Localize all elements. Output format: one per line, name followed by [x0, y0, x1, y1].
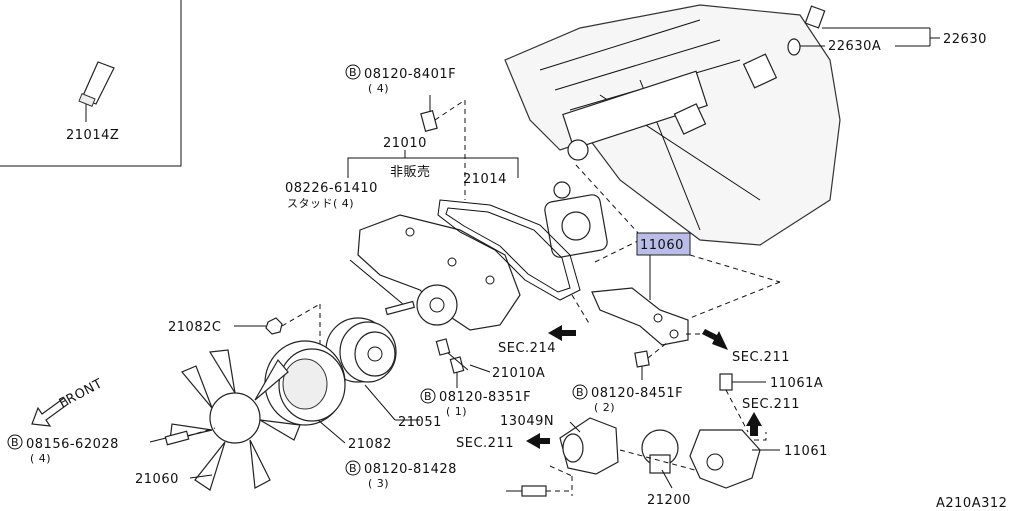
label-8451f-qty: ( 2)	[594, 401, 615, 414]
label-21082: 21082	[348, 437, 392, 452]
label-22630: 22630	[943, 32, 987, 47]
label-8401f-qty: ( 4)	[368, 82, 389, 95]
inset-box: 21014Z	[0, 0, 182, 167]
label-21051: 21051	[398, 415, 442, 430]
bolt-8401f: B	[345, 64, 466, 200]
fan-coupling-21082	[264, 340, 346, 444]
label-stud: スタッド( 4)	[287, 197, 354, 210]
label-11061: 11061	[784, 444, 828, 459]
label-21060: 21060	[135, 472, 179, 487]
gasket-21014	[437, 199, 581, 301]
bolt-mark-icon: B	[11, 436, 19, 449]
sec211-left-arrow-icon	[526, 433, 550, 449]
label-08120-81428: 08120-81428	[364, 462, 457, 477]
label-08226-61410: 08226-61410	[285, 181, 378, 196]
bolt-mark-icon: B	[576, 386, 584, 399]
bolt-8351f: B	[420, 338, 469, 404]
sealant-tube-icon	[78, 61, 115, 122]
thermostat-housing-11060	[575, 164, 781, 346]
water-inlet-11061	[689, 429, 780, 489]
bolt-11061a	[719, 373, 766, 433]
water-pump	[349, 214, 521, 331]
sec211-up-arrow-icon	[746, 412, 767, 441]
label-sec211-a: SEC.211	[732, 350, 790, 365]
label-13049n: 13049N	[500, 414, 554, 429]
label-11060[interactable]: 11060	[640, 238, 684, 253]
label-08156-62028: 08156-62028	[26, 437, 119, 452]
engine-block	[504, 4, 841, 258]
bolt-mark-icon: B	[349, 462, 357, 475]
label-21014: 21014	[463, 172, 507, 187]
temp-sensor-22630	[787, 5, 940, 56]
stud-bolt	[384, 300, 416, 316]
label-22630a: 22630A	[828, 39, 881, 54]
thermostat-21200	[641, 429, 679, 489]
housing-13049n	[549, 417, 696, 496]
bracket-21010	[347, 150, 519, 178]
label-62028-qty: ( 4)	[30, 452, 51, 465]
bolt-mark-icon: B	[349, 66, 357, 79]
bolt-8451f: B	[572, 341, 669, 400]
bolt-81428: B	[345, 460, 572, 497]
bolt-62028: B	[7, 427, 216, 450]
label-81428-qty: ( 3)	[368, 477, 389, 490]
bolt-mark-icon: B	[424, 390, 432, 403]
fan-21060	[169, 349, 301, 491]
label-sec211-b: SEC.211	[742, 397, 800, 412]
label-sec214: SEC.214	[498, 341, 556, 356]
label-08120-8401f: 08120-8401F	[364, 67, 456, 82]
diagram-id: A210A312	[936, 496, 1007, 511]
sec214-arrow-icon	[548, 294, 591, 341]
label-08120-8451f: 08120-8451F	[591, 386, 683, 401]
label-8351f-qty: ( 1)	[446, 405, 467, 418]
label-21082c: 21082C	[168, 320, 221, 335]
sec211-arrow-icon	[686, 329, 728, 350]
label-21014z: 21014Z	[66, 128, 119, 143]
label-21010a: 21010A	[492, 366, 545, 381]
label-08120-8351f: 08120-8351F	[439, 390, 531, 405]
label-21010: 21010	[383, 136, 427, 151]
label-front: FRONT	[57, 376, 105, 411]
label-not-for-sale: 非販売	[390, 164, 431, 180]
front-arrow-icon	[31, 397, 69, 427]
highlight-11060[interactable]	[636, 232, 691, 256]
label-11061a: 11061A	[770, 376, 823, 391]
label-sec211-c: SEC.211	[456, 436, 514, 451]
label-21200: 21200	[647, 493, 691, 508]
